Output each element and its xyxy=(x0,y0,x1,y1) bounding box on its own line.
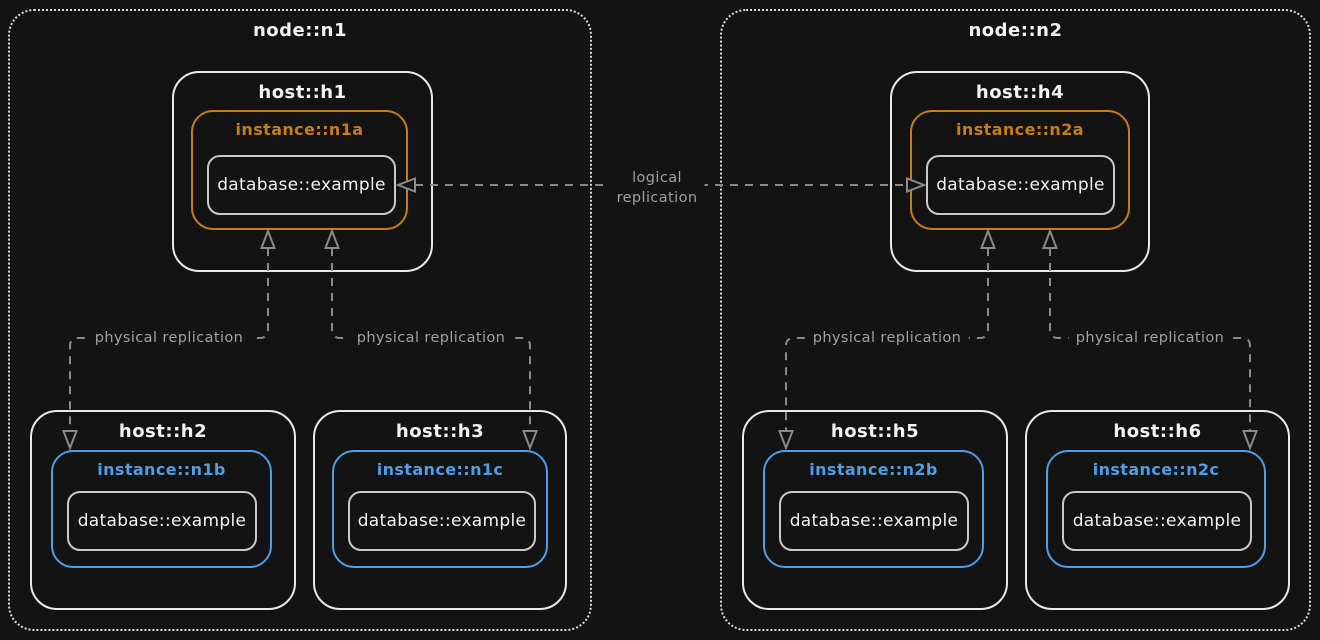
database-n2c: database::example xyxy=(1062,491,1252,551)
instance-n1a-label: instance::n1a xyxy=(235,120,364,139)
database-n2b: database::example xyxy=(779,491,969,551)
instance-n1b: instance::n1b xyxy=(51,450,272,568)
physical-replication-label-2: physical replication xyxy=(349,327,513,349)
node-n2-label: node::n2 xyxy=(968,20,1063,41)
logical-replication-label: logical replication xyxy=(609,167,705,209)
database-n2b-label: database::example xyxy=(789,511,959,531)
host-h6-label: host::h6 xyxy=(1113,421,1202,442)
logical-replication-label-line2: replication xyxy=(616,190,698,206)
instance-n2c: instance::n2c xyxy=(1046,450,1266,568)
instance-n2a: instance::n2a xyxy=(910,110,1130,230)
node-container-n2: node::n2 xyxy=(720,9,1311,631)
database-n1c: database::example xyxy=(348,491,536,551)
host-h5-label: host::h5 xyxy=(830,421,920,442)
logical-replication-label-line1: logical xyxy=(632,170,682,186)
instance-n1c-label: instance::n1c xyxy=(376,460,504,479)
host-h1: host::h1 xyxy=(172,71,433,272)
physical-replication-label-4: physical replication xyxy=(1068,327,1232,349)
database-n2a-label: database::example xyxy=(936,175,1105,195)
instance-n1b-label: instance::n1b xyxy=(97,460,226,479)
instance-n2b: instance::n2b xyxy=(763,450,984,568)
instance-n2a-label: instance::n2a xyxy=(956,120,1084,139)
database-n2a: database::example xyxy=(926,155,1115,215)
database-n1c-label: database::example xyxy=(357,511,527,531)
node-container-n1: node::n1 xyxy=(8,9,592,631)
host-h4: host::h4 xyxy=(890,71,1150,272)
node-n1-label: node::n1 xyxy=(252,20,347,41)
instance-n2c-label: instance::n2c xyxy=(1092,460,1220,479)
database-n1b-label: database::example xyxy=(77,511,247,531)
instance-n2b-label: instance::n2b xyxy=(809,460,938,479)
host-h4-label: host::h4 xyxy=(975,82,1065,103)
database-n1a-label: database::example xyxy=(217,175,386,195)
database-n1b: database::example xyxy=(67,491,257,551)
host-h2-label: host::h2 xyxy=(118,421,208,442)
database-n1a: database::example xyxy=(207,155,396,215)
physical-replication-label-1: physical replication xyxy=(87,327,251,349)
physical-replication-label-3: physical replication xyxy=(805,327,969,349)
instance-n1c: instance::n1c xyxy=(332,450,548,568)
host-h3-label: host::h3 xyxy=(395,421,485,442)
database-n2c-label: database::example xyxy=(1072,511,1242,531)
instance-n1a: instance::n1a xyxy=(191,110,408,230)
host-h1-label: host::h1 xyxy=(258,82,347,103)
